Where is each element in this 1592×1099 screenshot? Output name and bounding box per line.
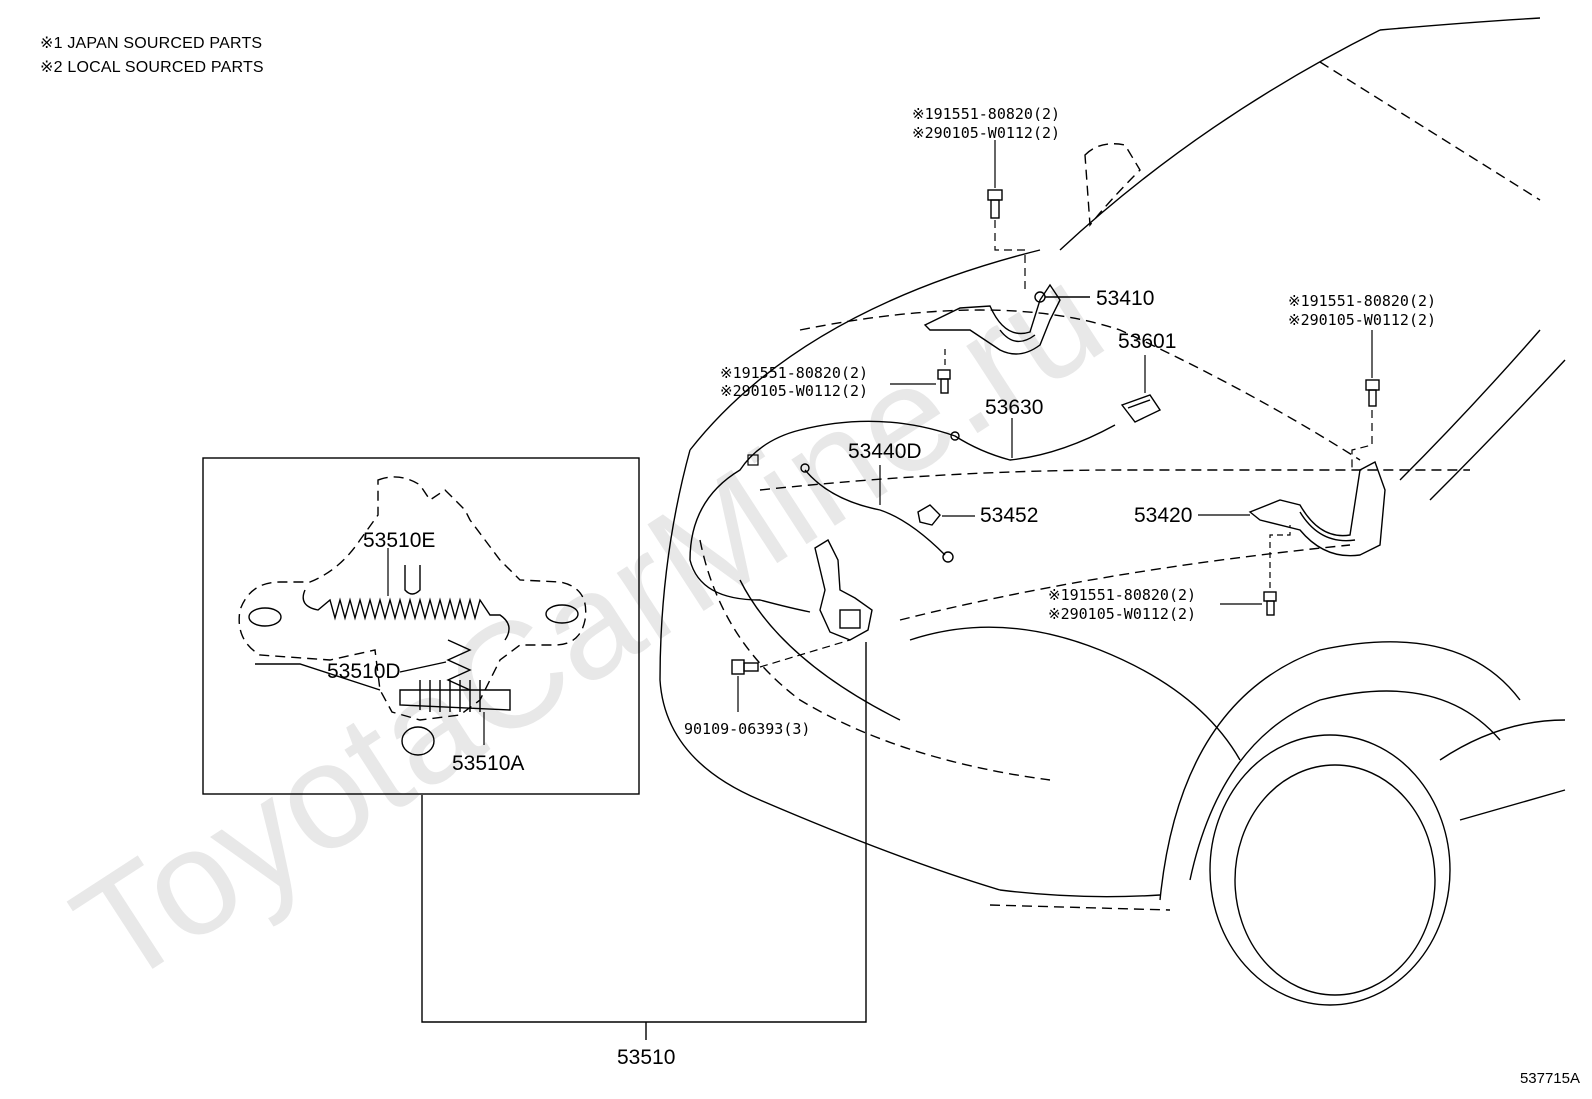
note-local-sourced: ※2 LOCAL SOURCED PARTS (40, 59, 264, 76)
label-53410: 53410 (1096, 287, 1154, 310)
hood-hinge-right (1248, 461, 1386, 557)
callout-right-japan: ※191551-80820(2) (1288, 292, 1436, 310)
hood-lock-installed (814, 539, 873, 641)
note-japan-sourced: ※1 JAPAN SOURCED PARTS (40, 35, 263, 52)
label-53440d: 53440D (848, 440, 922, 463)
bolt-lower (1263, 591, 1277, 616)
callout-lower-local: ※290105-W0112(2) (1048, 605, 1196, 623)
car-outline (659, 17, 1566, 1006)
assembly-bracket-53510 (421, 642, 867, 1023)
label-53452: 53452 (980, 504, 1038, 527)
support-rod-53440d (804, 469, 946, 556)
label-53420: 53420 (1134, 504, 1192, 527)
label-53601: 53601 (1118, 330, 1176, 353)
bolt-top (987, 189, 1003, 219)
watermark-text: ToyotaCarMine.ru (46, 231, 1130, 1017)
callout-right-local: ※290105-W0112(2) (1288, 311, 1436, 329)
callout-top-local: ※290105-W0112(2) (912, 124, 1060, 142)
bolt-90109 (731, 659, 759, 675)
bolt-right (1365, 379, 1380, 407)
callout-mid-japan: ※191551-80820(2) (720, 364, 868, 382)
label-90109: 90109-06393(3) (684, 720, 810, 738)
hood-lock-detail (238, 476, 587, 756)
cable-53630 (689, 420, 1116, 613)
callout-top-japan: ※191551-80820(2) (912, 105, 1060, 123)
label-53510a: 53510A (452, 752, 524, 775)
label-53510d: 53510D (327, 660, 401, 683)
callout-lower-japan: ※191551-80820(2) (1048, 586, 1196, 604)
part-53601 (1120, 394, 1162, 423)
diagram-code: 537715A (1519, 1070, 1580, 1087)
clip-53452 (917, 504, 941, 526)
label-53510: 53510 (617, 1046, 675, 1069)
label-53630: 53630 (985, 396, 1043, 419)
bolt-mid (937, 369, 951, 394)
label-53510e: 53510E (363, 529, 435, 552)
callout-mid-local: ※290105-W0112(2) (720, 382, 868, 400)
hood-lock-inset-box (202, 457, 640, 795)
